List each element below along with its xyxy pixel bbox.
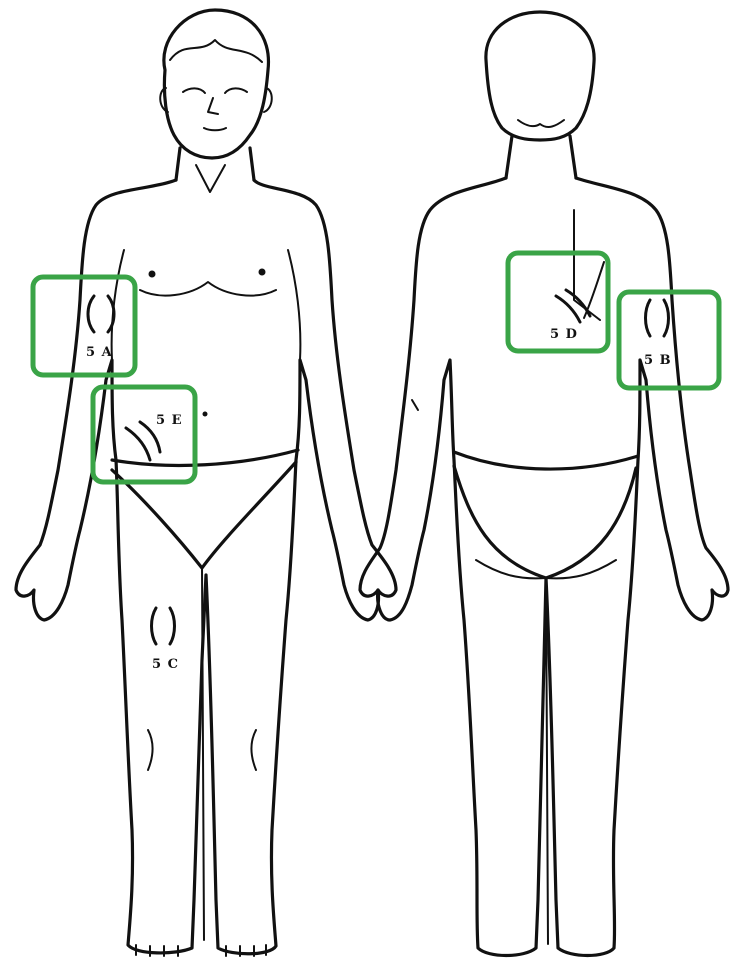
highlight-box-5b [619,292,719,388]
front-head [164,10,269,158]
front-eye-left [183,88,205,93]
front-torso [16,180,396,954]
front-inner-arm-right [288,250,300,360]
back-elbow-mark [412,400,418,410]
marker-5a: 5 A [86,296,114,360]
marker-5b: 5 B [644,300,672,368]
front-chest-line [140,282,276,296]
front-nipple-right [259,269,266,276]
back-torso [360,178,728,956]
front-hair [170,40,262,62]
highlight-box-5a [33,277,135,375]
front-knee-right [251,730,256,770]
back-hair-line [518,120,564,127]
back-buttock-line [476,560,616,578]
marker-5e: 5 E [126,413,182,460]
marker-label-5c: 5 C [152,657,179,672]
marker-label-5e: 5 E [156,413,182,428]
back-spine-line [574,210,600,320]
back-underwear [454,452,638,578]
front-navel [203,412,208,417]
front-neck-detail [196,165,225,192]
front-neck [176,148,254,180]
front-eye-right [225,88,247,93]
front-nipple-left [149,271,156,278]
back-head [486,12,594,140]
marker-label-5d: 5 D [550,327,578,342]
highlight-box-5e [93,387,195,482]
front-nose [208,98,218,114]
front-figure [16,10,396,956]
back-figure [360,12,728,956]
marker-label-5a: 5 A [86,345,113,360]
back-neck [506,136,576,178]
marker-5c: 5 C [152,608,179,672]
front-mouth [204,128,226,130]
marker-label-5b: 5 B [644,353,672,368]
front-knee-left [148,730,153,770]
front-underwear [112,450,298,568]
